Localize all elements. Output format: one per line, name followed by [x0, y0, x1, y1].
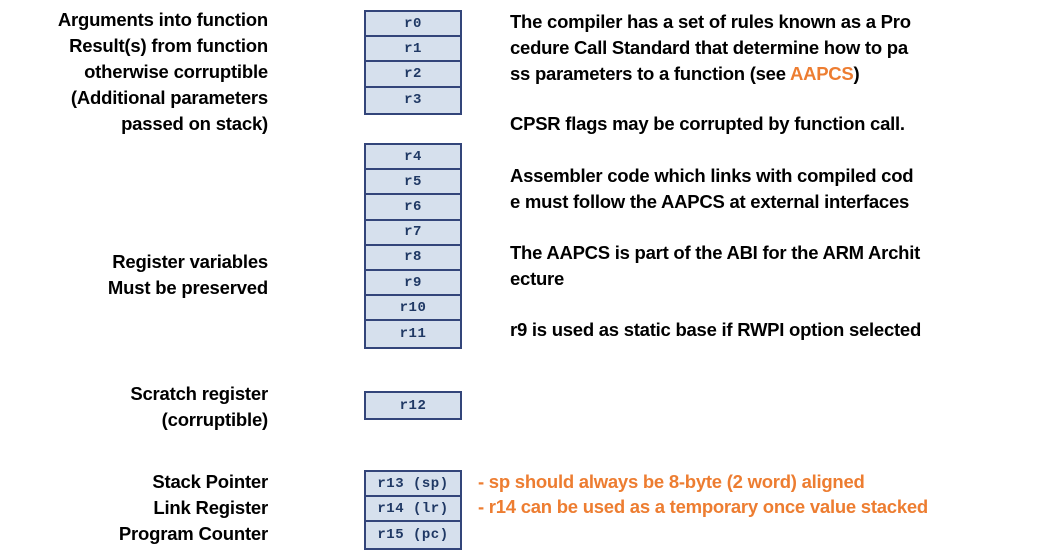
- paragraph-text-part1: The compiler has a set of rules known as…: [510, 11, 911, 84]
- register-cell-r7[interactable]: r7: [366, 220, 460, 246]
- register-stack-callee-saved: r4 r5 r6 r7 r8 r9 r10 r11: [364, 143, 462, 349]
- paragraph-assembler-code: Assembler code which links with compiled…: [510, 165, 914, 212]
- note-sp-alignment: - sp should always be 8-byte (2 word) al…: [478, 471, 865, 492]
- note-r14-temporary: - r14 can be used as a temporary once va…: [478, 496, 928, 517]
- label-argument-registers: Arguments into function Result(s) from f…: [57, 9, 268, 134]
- register-cell-r5[interactable]: r5: [366, 170, 460, 196]
- register-cell-r6[interactable]: r6: [366, 195, 460, 221]
- register-cell-r4[interactable]: r4: [366, 145, 460, 171]
- register-cell-r13[interactable]: r13 (sp): [366, 472, 460, 498]
- register-cell-r12[interactable]: r12: [366, 393, 460, 419]
- register-cell-r10[interactable]: r10: [366, 296, 460, 322]
- label-register-variables: Register variables Must be preserved: [107, 251, 268, 298]
- register-cell-r9[interactable]: r9: [366, 270, 460, 297]
- paragraph-procedure-call-standard: The compiler has a set of rules known as…: [510, 9, 1035, 87]
- paragraph-aapcs-abi: The AAPCS is part of the ABI for the ARM…: [510, 242, 920, 289]
- register-cell-r0[interactable]: r0: [366, 12, 460, 38]
- paragraph-r9-static-base: r9 is used as static base if RWPI option…: [510, 319, 921, 340]
- register-cell-r15[interactable]: r15 (pc): [366, 522, 460, 548]
- register-stack-arguments: r0 r1 r2 r3: [364, 10, 462, 115]
- label-scratch-register: Scratch register (corruptible): [130, 383, 268, 430]
- label-special-registers: Stack Pointer Link Register Program Coun…: [118, 471, 268, 544]
- register-cell-r8[interactable]: r8: [366, 245, 460, 271]
- register-cell-r11[interactable]: r11: [366, 321, 460, 347]
- register-cell-r1[interactable]: r1: [366, 37, 460, 63]
- paragraph-cpsr-flags: CPSR flags may be corrupted by function …: [510, 113, 905, 134]
- aapcs-link[interactable]: AAPCS: [789, 63, 854, 84]
- paragraph-text-part2: ): [853, 63, 860, 84]
- register-stack-scratch: r12: [364, 391, 462, 421]
- register-cell-r3[interactable]: r3: [366, 87, 460, 113]
- register-cell-r2[interactable]: r2: [366, 62, 460, 88]
- register-stack-special: r13 (sp) r14 (lr) r15 (pc): [364, 470, 462, 550]
- register-cell-r14[interactable]: r14 (lr): [366, 497, 460, 523]
